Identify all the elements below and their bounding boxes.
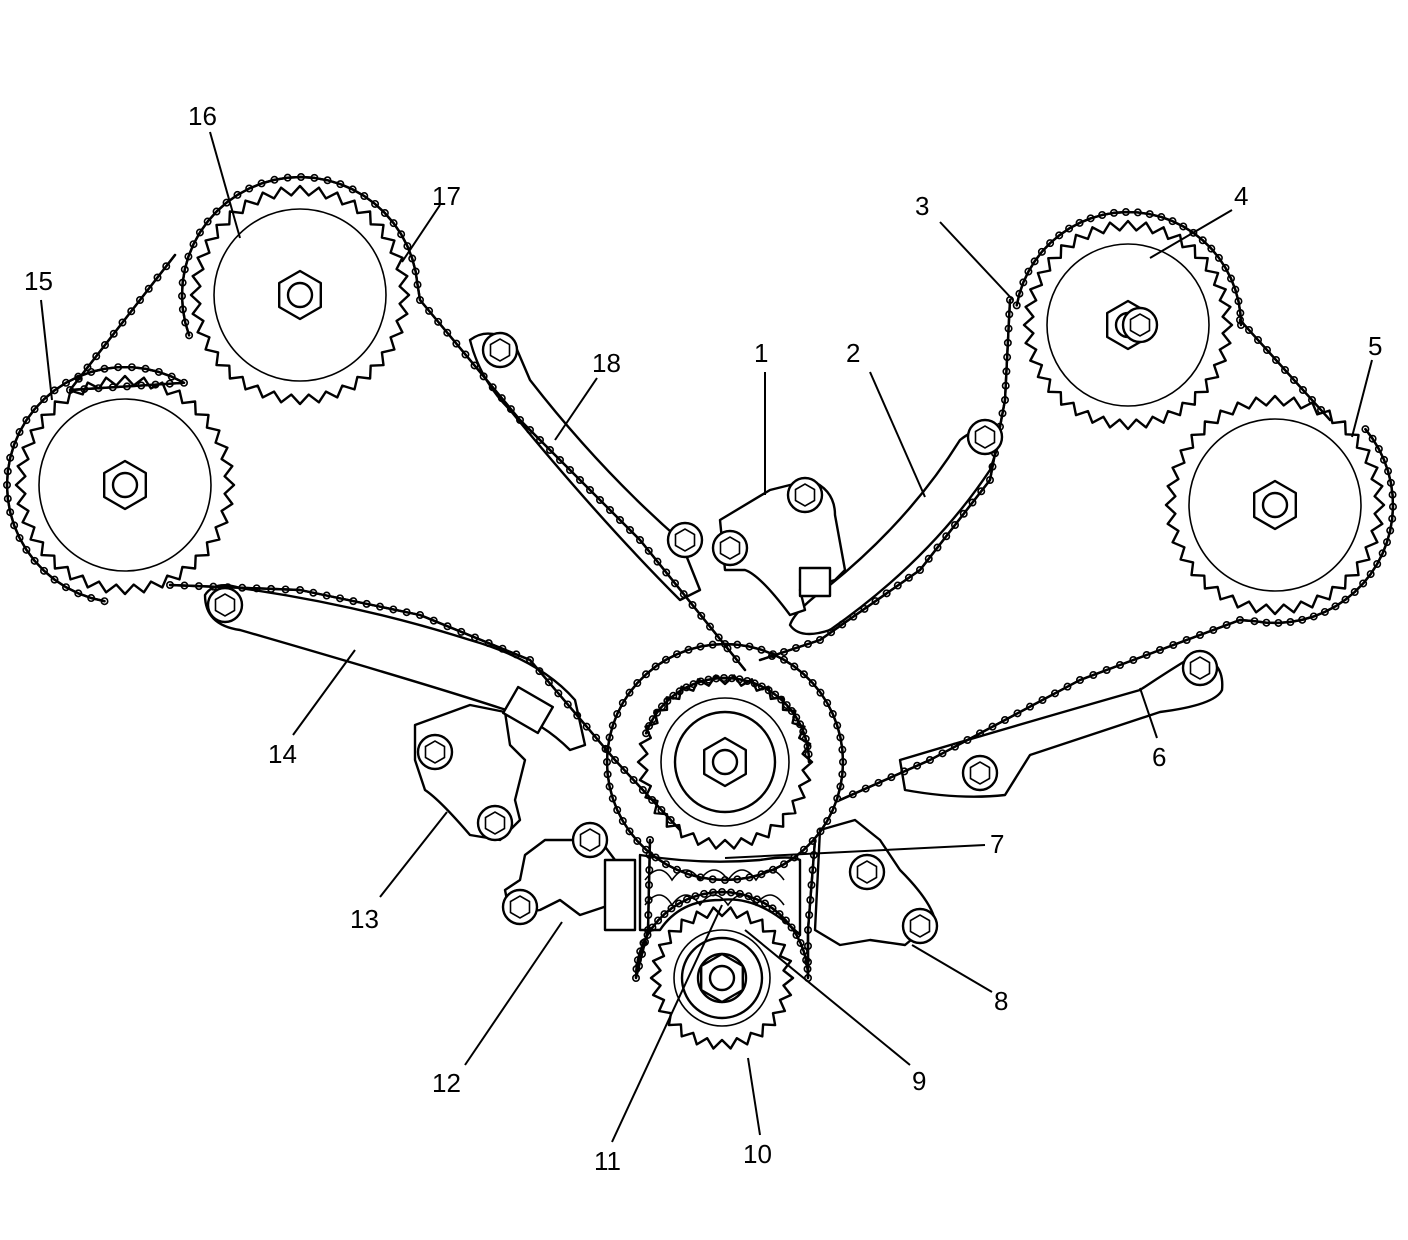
right-exhaust-cam-sprocket [1164, 394, 1386, 616]
callout-17: 17 [432, 181, 461, 211]
callout-1: 1 [754, 338, 768, 368]
callout-15: 15 [24, 266, 53, 296]
idler-sprocket [636, 674, 814, 850]
callout-2: 2 [846, 338, 860, 368]
callout-3: 3 [915, 191, 929, 221]
callout-7: 7 [990, 829, 1004, 859]
inner-chain-arc [642, 674, 813, 764]
bolt-13 [848, 853, 886, 891]
bolt-12 [501, 888, 539, 926]
left-upper-chain-span [178, 173, 747, 672]
callout-10: 10 [743, 1139, 772, 1169]
left-intake-cam-sprocket [189, 184, 411, 406]
left-upper-tensioner [718, 478, 847, 617]
callout-14: 14 [268, 739, 297, 769]
left-lower-chain-guide [203, 584, 587, 752]
bolt-2 [966, 418, 1004, 456]
callout-8: 8 [994, 986, 1008, 1016]
crank-hub [680, 936, 764, 1020]
left-outer-chain-span [2, 253, 189, 606]
bolt-4 [666, 521, 704, 559]
bolt-14 [901, 907, 939, 945]
callout-9: 9 [912, 1066, 926, 1096]
bolt-5 [711, 529, 749, 567]
bolt-8 [961, 754, 999, 792]
bolt-1 [481, 331, 519, 369]
bolt-9 [416, 733, 454, 771]
right-upper-chain-span [1012, 208, 1332, 422]
timing-chains [2, 173, 1397, 982]
callout-5: 5 [1368, 331, 1382, 361]
left-lower-chain-span [166, 580, 682, 832]
left-exhaust-cam-sprocket [14, 374, 236, 596]
bolt-10 [476, 804, 514, 842]
sprockets [14, 184, 1386, 1050]
callout-12: 12 [432, 1068, 461, 1098]
crank-bore [696, 952, 748, 1004]
idler-hub [673, 710, 777, 814]
callout-11: 11 [594, 1146, 621, 1176]
hex-nut [1253, 479, 1297, 531]
bolts [206, 306, 1219, 945]
bolt-3 [786, 476, 824, 514]
callout-labels: 1 2 3 4 5 6 7 8 9 10 11 12 13 14 15 16 1… [24, 101, 1382, 1176]
callout-13: 13 [350, 904, 379, 934]
crankshaft-sprocket [649, 906, 795, 1050]
bolt-7 [1181, 649, 1219, 687]
right-lower-chain-span [838, 425, 1397, 802]
bolt-15 [1121, 306, 1159, 344]
idler-chain-loop [602, 639, 847, 884]
hex-nut [703, 736, 747, 788]
left-upper-chain-guide [468, 332, 702, 602]
callout-16: 16 [188, 101, 217, 131]
right-upper-chain-guide [788, 428, 1002, 636]
hex-nut [700, 952, 744, 1004]
right-lower-chain-guide [898, 653, 1224, 798]
hex-nut [278, 269, 322, 321]
bolt-6 [206, 586, 244, 624]
callout-4: 4 [1234, 181, 1248, 211]
callout-6: 6 [1152, 742, 1166, 772]
callout-18: 18 [592, 348, 621, 378]
hex-nut [103, 459, 147, 511]
leader-lines [40, 131, 1373, 1143]
bolt-11 [571, 821, 609, 859]
